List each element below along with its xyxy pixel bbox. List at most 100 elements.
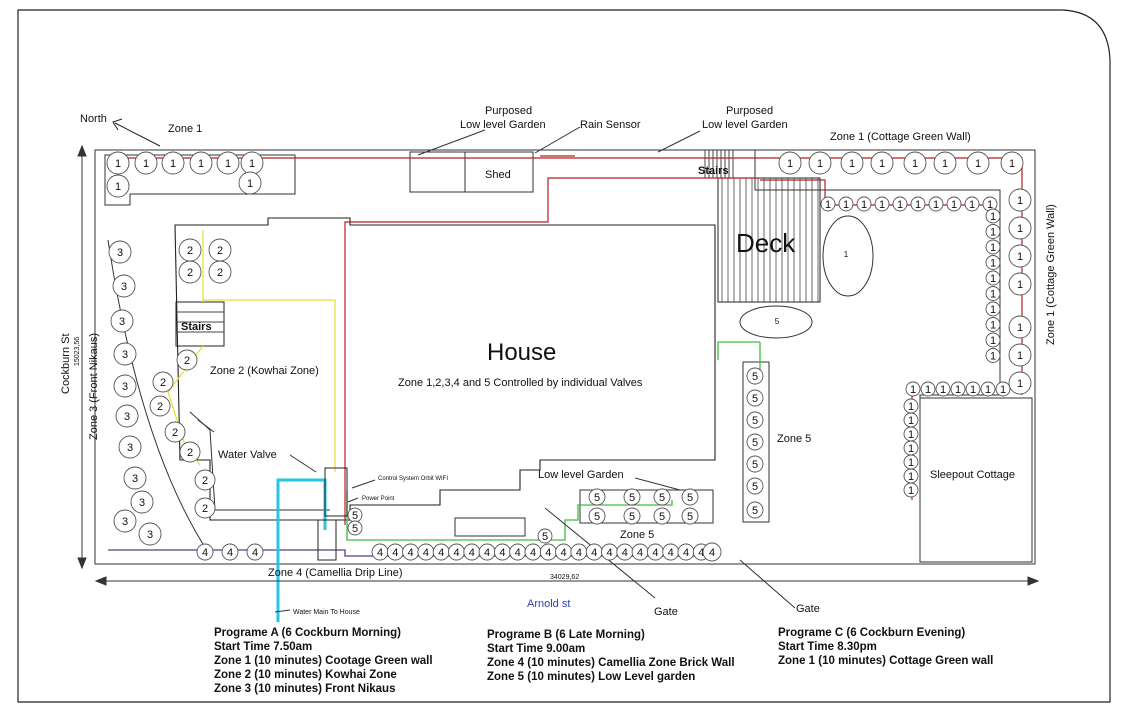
left-stairs xyxy=(175,301,225,347)
gate1-label: Gate xyxy=(654,606,678,618)
svg-text:1: 1 xyxy=(817,158,823,170)
sprinkler-zone1: 1 xyxy=(928,196,944,212)
svg-text:3: 3 xyxy=(117,247,123,259)
svg-text:4: 4 xyxy=(408,547,414,559)
purposed2-line1: Purposed xyxy=(726,105,773,117)
sprinkler-zone5: 5 xyxy=(681,488,699,506)
sleepout-label: Sleepout Cottage xyxy=(930,469,1015,481)
program-c-line: Zone 1 (10 minutes) Cottage Green wall xyxy=(778,655,994,667)
sprinkler-zone5: 5 xyxy=(746,501,764,519)
sprinkler-zone1: 1 xyxy=(985,239,1001,255)
top-stairs xyxy=(704,150,734,178)
svg-text:3: 3 xyxy=(139,497,145,509)
house-sub-label: Zone 1,2,3,4 and 5 Controlled by individ… xyxy=(398,377,643,389)
purposed1-line1: Purposed xyxy=(485,105,532,117)
svg-text:1: 1 xyxy=(879,158,885,170)
svg-text:5: 5 xyxy=(659,511,665,523)
sprinkler-zone4: 4 xyxy=(386,543,404,561)
program-b-line: Start Time 9.00am xyxy=(487,643,586,655)
zone2-wall xyxy=(189,411,330,511)
sprinkler-zone1: 1 xyxy=(808,151,832,175)
sprinkler-zone1: 1 xyxy=(985,317,1001,332)
sprinkler-zone1: 1 xyxy=(985,348,1001,363)
sprinkler-zone5: 5 xyxy=(681,507,699,525)
deck-label: Deck xyxy=(736,228,796,258)
svg-text:4: 4 xyxy=(423,547,429,559)
program-a-title: Programe A (6 Cockburn Morning) xyxy=(214,627,401,639)
zone1-top-label: Zone 1 xyxy=(168,123,202,135)
svg-text:3: 3 xyxy=(122,516,128,528)
sprinkler-zone4: 4 xyxy=(539,543,557,561)
sprinkler-zone1: 1 xyxy=(985,301,1001,317)
sprinkler-zone1: 1 xyxy=(870,151,894,175)
svg-text:3: 3 xyxy=(147,529,153,541)
power-point-label: Power Point xyxy=(362,496,395,502)
sprinkler-zone3: 3 xyxy=(123,466,147,490)
sprinkler-zone1: 1 xyxy=(161,151,185,175)
svg-text:1: 1 xyxy=(912,158,918,170)
svg-text:1: 1 xyxy=(990,273,996,285)
svg-text:1: 1 xyxy=(990,304,996,316)
svg-text:1: 1 xyxy=(970,384,976,396)
svg-text:5: 5 xyxy=(659,492,665,504)
right-inner-wall xyxy=(754,150,1001,400)
sprinkler-zone5: 5 xyxy=(653,488,671,506)
sprinkler-zone1: 1 xyxy=(903,454,919,470)
page-frame xyxy=(17,9,1111,703)
svg-text:1: 1 xyxy=(170,158,176,170)
svg-text:1: 1 xyxy=(825,199,831,211)
sprinkler-zone1: 1 xyxy=(903,426,919,442)
svg-text:4: 4 xyxy=(698,547,704,559)
svg-text:1: 1 xyxy=(1000,384,1006,396)
sprinkler-zone2: 2 xyxy=(176,349,198,371)
sprinkler-zone4: 4 xyxy=(417,543,435,561)
sprinkler-zone1: 1 xyxy=(216,151,240,175)
sprinkler-zone1: 1 xyxy=(966,151,990,175)
sprinkler-zone4: 4 xyxy=(524,543,542,561)
sprinkler-zone1: 1 xyxy=(778,151,802,175)
svg-text:2: 2 xyxy=(160,377,166,389)
svg-text:5: 5 xyxy=(775,317,780,326)
sprinkler-zone3: 3 xyxy=(112,274,136,298)
sprinkler-zone1: 1 xyxy=(946,196,962,212)
svg-text:1: 1 xyxy=(987,199,993,211)
sprinkler-zone3: 3 xyxy=(118,435,142,459)
sprinkler-zone1: 1 xyxy=(874,196,890,212)
stairs-top-label: Stairs xyxy=(698,165,729,177)
sprinkler-zone3: 3 xyxy=(113,374,137,398)
sprinkler-zone2: 2 xyxy=(149,395,171,417)
sprinkler-zone5: 5 xyxy=(623,488,641,506)
svg-text:1: 1 xyxy=(843,199,849,211)
svg-text:1: 1 xyxy=(115,181,121,193)
sprinkler-zone4: 4 xyxy=(646,543,664,561)
svg-text:1: 1 xyxy=(844,250,849,259)
house-outline xyxy=(174,217,716,521)
sprinkler-zone3: 3 xyxy=(113,342,137,366)
sprinkler-zone3: 3 xyxy=(110,309,134,333)
sprinkler-zone2: 2 xyxy=(194,469,216,491)
svg-text:4: 4 xyxy=(252,547,258,559)
sprinkler-zone4: 4 xyxy=(448,543,465,561)
sprinkler-zone1: 1 xyxy=(844,250,849,259)
svg-text:1: 1 xyxy=(908,471,914,483)
sprinkler-zone4: 4 xyxy=(221,543,239,561)
svg-text:1: 1 xyxy=(897,199,903,211)
sprinkler-zone1: 1 xyxy=(905,381,921,397)
sprinkler-zone1: 1 xyxy=(985,255,1001,270)
sprinkler-zone5: 5 xyxy=(623,507,641,525)
svg-text:5: 5 xyxy=(752,481,758,493)
svg-text:1: 1 xyxy=(143,158,149,170)
sprinkler-zone4: 4 xyxy=(570,543,588,561)
sprinkler-zone4: 4 xyxy=(601,543,618,561)
sprinkler-zone1: 1 xyxy=(950,381,966,397)
purposed1-line2: Low level Garden xyxy=(460,119,546,131)
sprinkler-zone2: 2 xyxy=(178,260,202,284)
svg-text:4: 4 xyxy=(530,547,536,559)
svg-text:4: 4 xyxy=(377,547,383,559)
svg-text:1: 1 xyxy=(990,351,996,363)
sprinkler-zone4: 4 xyxy=(402,543,420,561)
water-main-label: Water Main To House xyxy=(293,609,360,616)
svg-text:4: 4 xyxy=(484,547,490,559)
sprinkler-zone4: 4 xyxy=(702,542,722,562)
